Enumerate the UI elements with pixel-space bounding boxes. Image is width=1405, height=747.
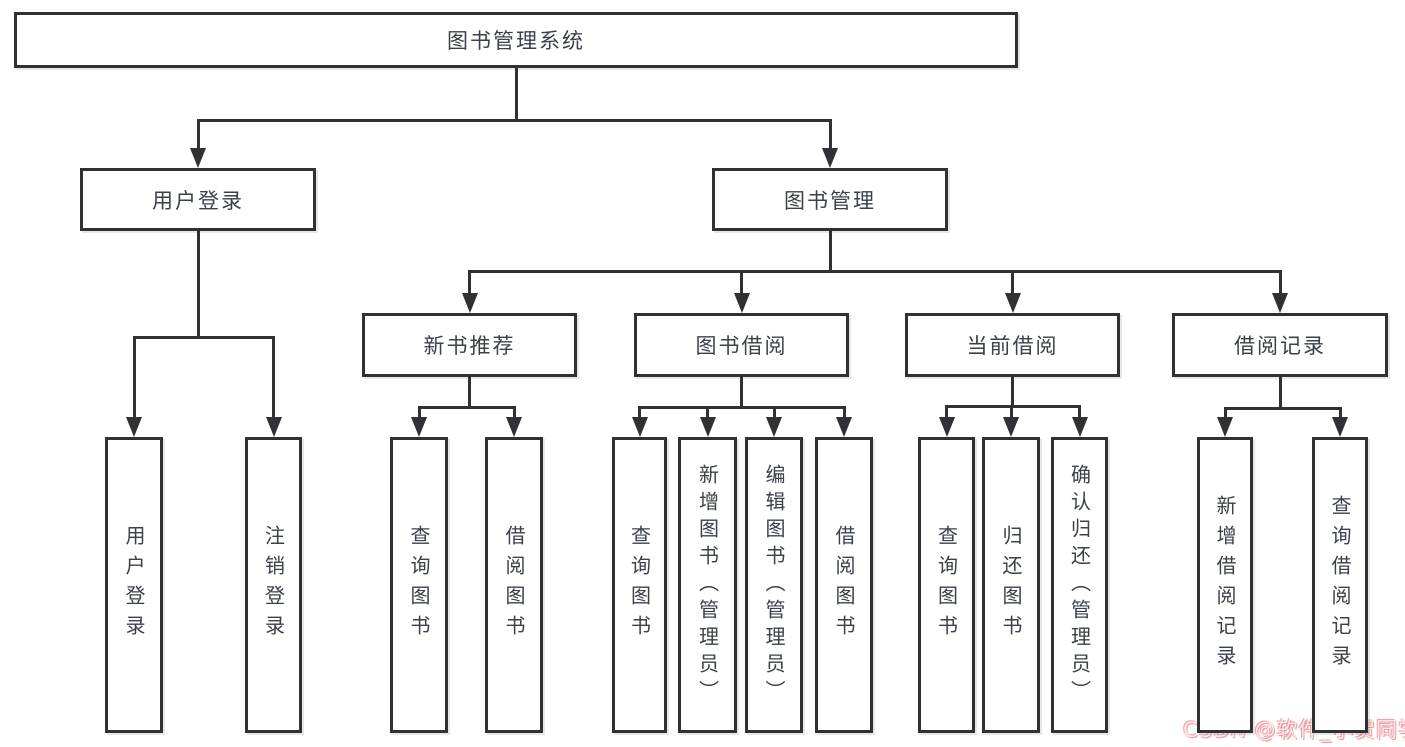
arrow-down-icon [126, 417, 142, 437]
node-leaf-query-books-1: 查询图书 [390, 437, 448, 733]
arrow-down-icon [1272, 293, 1288, 313]
node-leaf-query-record: 查询借阅记录 [1312, 437, 1368, 733]
arrow-down-icon [411, 417, 427, 437]
arrow-down-icon [938, 417, 955, 437]
node-leaf-borrow-books-2: 借阅图书 [815, 437, 873, 733]
arrow-down-icon [631, 417, 648, 437]
arrow-down-icon [1217, 417, 1233, 437]
arrow-down-icon [1004, 293, 1021, 313]
arrow-down-icon [506, 417, 522, 437]
node-user-login: 用户登录 [80, 168, 316, 231]
arrow-down-icon [265, 417, 282, 437]
node-book-mgmt: 图书管理 [712, 168, 948, 231]
node-new-books: 新书推荐 [362, 313, 577, 377]
node-borrow-records: 借阅记录 [1172, 313, 1388, 377]
node-leaf-add-record: 新增借阅记录 [1197, 437, 1253, 733]
node-leaf-add-books: 新增图书（管理员） [678, 437, 737, 733]
node-leaf-query-books-3: 查询图书 [918, 437, 975, 733]
node-leaf-borrow-books-1: 借阅图书 [485, 437, 543, 733]
arrow-down-icon [733, 293, 750, 313]
arrow-down-icon [1003, 417, 1019, 437]
arrow-down-icon [1071, 417, 1088, 437]
arrow-down-icon [699, 417, 716, 437]
node-leaf-query-books-2: 查询图书 [612, 437, 667, 733]
arrow-down-icon [836, 417, 852, 437]
node-leaf-user-login: 用户登录 [105, 437, 163, 733]
arrow-down-icon [822, 148, 838, 168]
arrow-down-icon [1332, 417, 1348, 437]
node-root: 图书管理系统 [14, 12, 1018, 68]
node-leaf-logout: 注销登录 [245, 437, 302, 733]
node-current-borrow: 当前借阅 [905, 313, 1120, 377]
node-book-borrow: 图书借阅 [634, 313, 849, 377]
arrow-down-icon [190, 148, 206, 168]
arrow-down-icon [766, 417, 782, 437]
arrow-down-icon [461, 293, 478, 313]
node-leaf-confirm-return: 确认归还（管理员） [1051, 437, 1108, 733]
node-leaf-edit-books: 编辑图书（管理员） [745, 437, 803, 733]
node-leaf-return-books: 归还图书 [982, 437, 1040, 733]
